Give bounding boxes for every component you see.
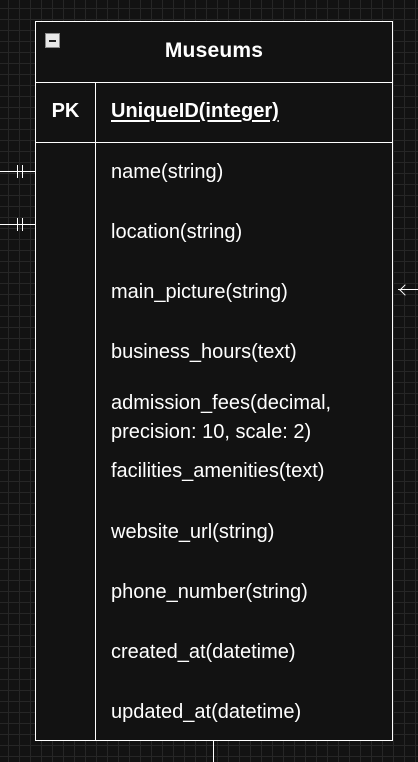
attribute-facilities-amenities[interactable]: facilities_amenities(text) [111,460,325,482]
mandatory-one-tick [17,218,18,231]
pk-field: UniqueID(integer) [111,100,279,122]
minus-icon [49,40,56,42]
relationship-connector-location[interactable] [0,218,36,232]
mandatory-one-tick [17,165,18,178]
entity-title: Museums [164,39,264,62]
key-column-divider [95,83,96,740]
attribute-location[interactable]: location(string) [111,221,243,243]
connector-line [398,289,418,290]
pk-label: PK [51,100,80,122]
connector-line [0,224,36,225]
connector-line [213,741,214,762]
arrow-head-icon [399,284,411,296]
relationship-connector-bottom[interactable] [208,741,220,762]
attribute-main-picture[interactable]: main_picture(string) [111,281,288,303]
collapse-icon[interactable] [45,33,60,48]
attribute-updated-at[interactable]: updated_at(datetime) [111,701,302,723]
connector-line [0,171,36,172]
attribute-name[interactable]: name(string) [111,161,224,183]
relationship-connector-main-picture[interactable] [393,283,418,297]
mandatory-one-tick [22,218,23,231]
attribute-phone-number[interactable]: phone_number(string) [111,581,308,603]
attribute-admission-fees[interactable]: admission_fees(decimal, precision: 10, s… [111,392,332,443]
mandatory-one-tick [22,165,23,178]
attribute-business-hours[interactable]: business_hours(text) [111,341,297,363]
attribute-created-at[interactable]: created_at(datetime) [111,641,296,663]
attribute-website-url[interactable]: website_url(string) [111,521,275,543]
primary-key-row[interactable]: PK UniqueID(integer) [36,83,392,143]
entity-header: Museums [36,22,392,83]
entity-museums[interactable]: Museums PK UniqueID(integer) name(string… [35,21,393,741]
relationship-connector-name[interactable] [0,165,36,179]
